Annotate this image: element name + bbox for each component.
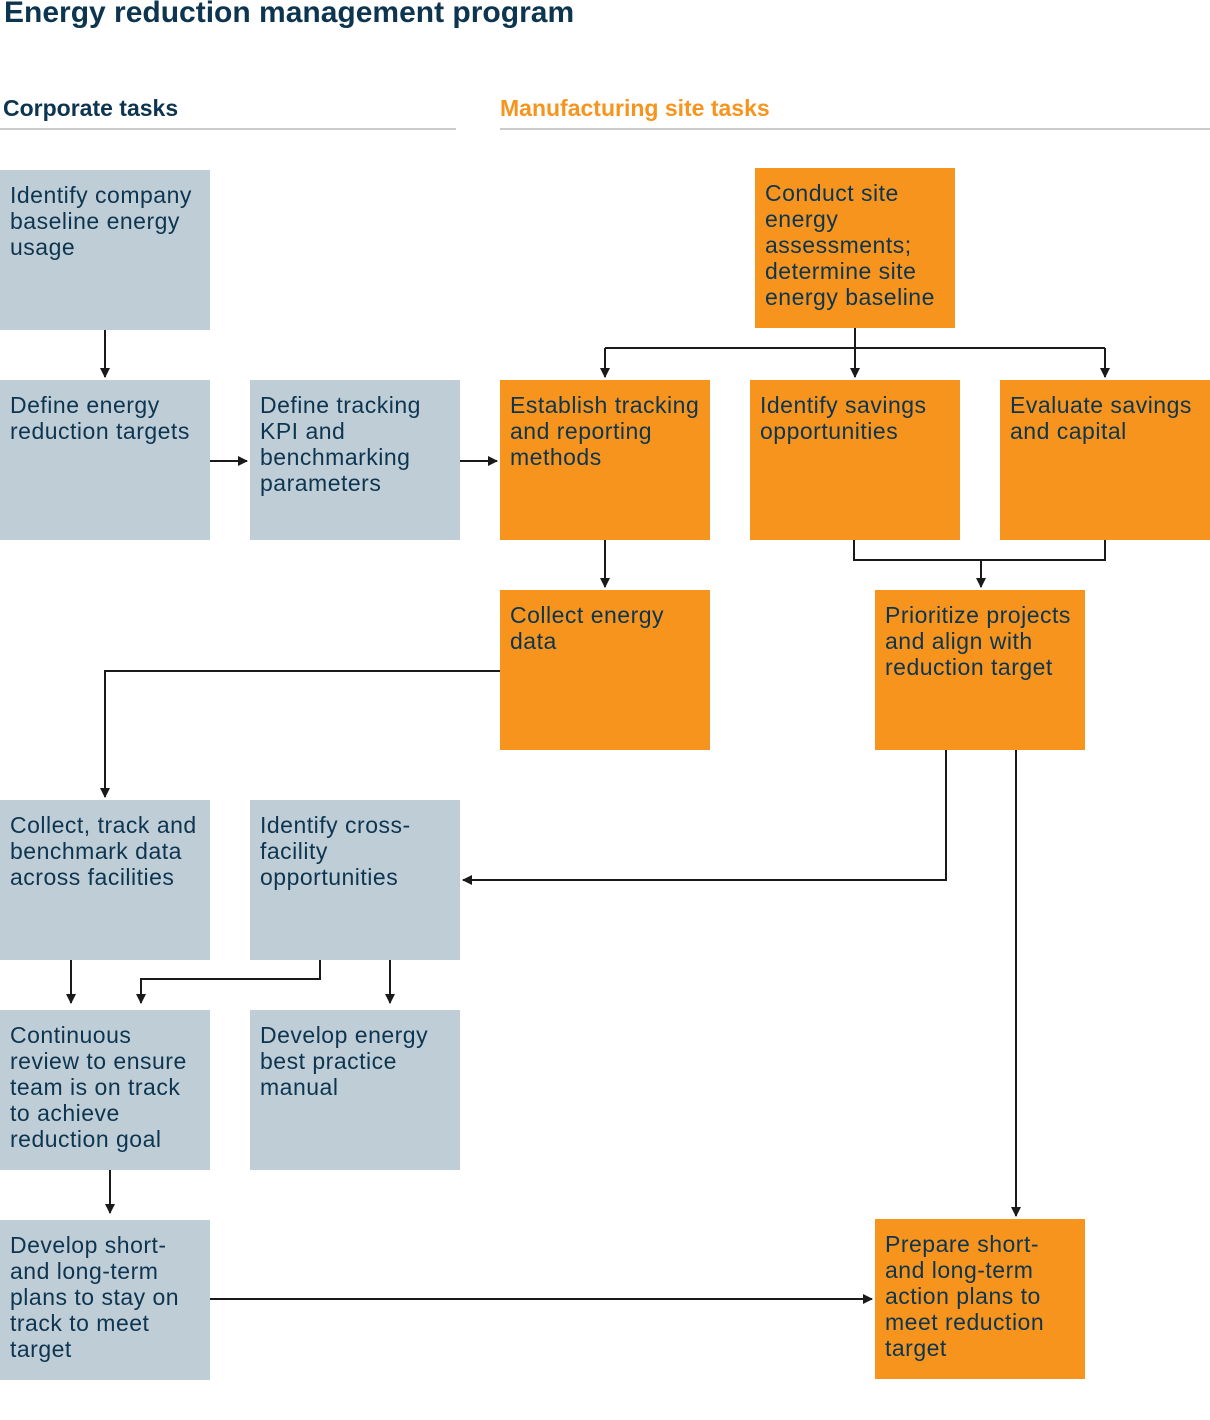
page-title: Energy reduction management program [4, 0, 575, 29]
node-define-tracking-kpi: Define tracking KPI and benchmarking par… [250, 380, 460, 540]
corporate-tasks-rule [0, 128, 456, 130]
node-define-reduction-targets: Define energy reduction targets [0, 380, 210, 540]
node-establish-tracking: Establish tracking and reporting methods [500, 380, 710, 540]
node-best-practice-manual: Develop energy best practice manual [250, 1010, 460, 1170]
node-continuous-review: Continuous review to ensure team is on t… [0, 1010, 210, 1170]
edge-collect-to-benchmark [100, 670, 500, 798]
edge-savings-evaluate-merge [853, 540, 1106, 561]
node-prepare-action-plans: Prepare short- and long-term action plan… [875, 1219, 1085, 1379]
node-prioritize-projects: Prioritize projects and align with reduc… [875, 590, 1085, 750]
node-identify-company-baseline: Identify company baseline energy usage [0, 170, 210, 330]
node-develop-plans: Develop short- and long-term plans to st… [0, 1220, 210, 1380]
node-identify-cross-facility: Identify cross-facility opportunities [250, 800, 460, 960]
node-conduct-site-assessments: Conduct site energy assessments; determi… [755, 168, 955, 328]
node-collect-track-benchmark: Collect, track and benchmark data across… [0, 800, 210, 960]
node-evaluate-savings: Evaluate savings and capital [1000, 380, 1210, 540]
site-tasks-rule [500, 128, 1210, 130]
corporate-tasks-heading: Corporate tasks [3, 95, 179, 121]
node-collect-energy-data: Collect energy data [500, 590, 710, 750]
edge-crossfac-to-review [136, 960, 321, 1004]
node-identify-savings: Identify savings opportunities [750, 380, 960, 540]
edge-prioritize-to-crossfac [462, 750, 947, 885]
site-tasks-heading: Manufacturing site tasks [500, 95, 770, 121]
